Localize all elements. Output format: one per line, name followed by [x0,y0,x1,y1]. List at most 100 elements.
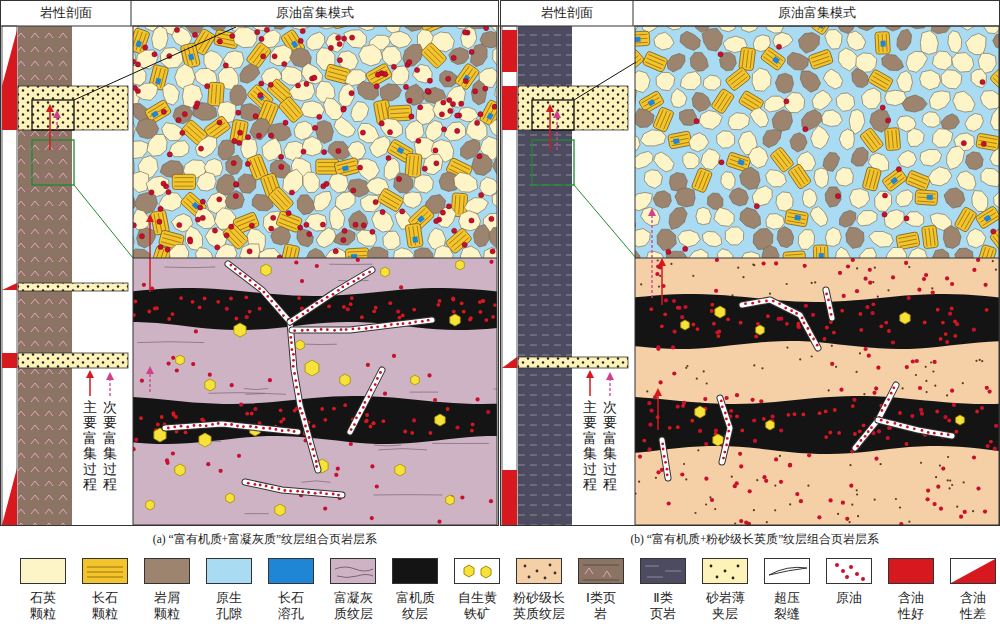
oil-droplet [648,423,652,427]
quartz-grain [920,70,941,90]
pyrite-crystal [715,306,725,318]
lithic-grain [851,147,868,166]
feldspar-grain [915,190,938,206]
oil-droplet [353,280,356,283]
oil-droplet [842,294,846,298]
lithic-grain [856,26,877,31]
oil-droplet [976,487,980,491]
legend-label: 原油 [834,590,864,606]
oil-droplet [441,127,446,132]
silt-grain [685,367,687,369]
oil-droplet [171,356,175,360]
cleavage-line [318,166,337,167]
oil-droplet [804,304,808,308]
oil-droplet [683,305,687,309]
oil-droplet [326,328,329,331]
silt-grain [646,390,648,392]
oil-droplet [698,429,702,433]
oil-droplet [167,427,170,430]
oil-droplet [735,393,739,397]
oil-droplet [867,354,871,358]
oil-droplet [788,463,792,467]
silt-grain [774,485,776,487]
oil-droplet [680,315,684,319]
oil-droplet [205,424,208,427]
lamina-line [374,445,402,447]
oil-droplet [382,419,386,423]
process-label: 次要富集过程 [103,400,117,492]
quartz-grain [326,248,348,258]
cleavage-line [288,247,292,258]
quartz-grain [922,112,940,128]
lithic-grain [966,152,984,170]
quartz-grain [493,46,497,69]
oil-droplet [923,321,927,325]
dissolution-pore [880,41,885,47]
oil-droplet [851,404,855,408]
oil-droplet [441,100,446,105]
oil-droplet [421,320,424,323]
oil-droplet [906,426,909,429]
decoration [769,567,807,575]
quartz-grain [281,66,302,85]
oil-droplet [438,299,442,303]
oil-droplet [950,282,954,286]
oil-droplet [448,108,453,113]
lithic-grain [902,95,927,112]
quartz-grain [750,108,769,128]
oil-droplet [865,305,869,309]
lamina-line [329,264,372,265]
dissolution-pore [397,147,405,154]
oil-droplet [788,463,792,467]
cleavage-line [328,72,347,77]
cleavage-line [863,136,874,150]
silt-grain [683,463,685,465]
dissolution-pore [486,112,493,120]
lithic-grain [653,191,671,208]
panel-frame [1,1,499,526]
cleavage-line [160,69,165,88]
lithic-grain [931,26,951,34]
cleavage-line [795,169,805,184]
quartz-grain [205,228,226,248]
fracture-body [245,482,342,495]
quartz-grain [958,26,976,30]
feldspar-body [915,190,938,206]
oil-droplet [186,426,189,429]
lithic-grain [137,228,156,248]
oil-droplet [307,491,310,494]
oil-droplet [230,383,234,387]
cleavage-line [318,170,337,171]
lithic-grain [825,187,841,207]
silt-grain [786,347,788,349]
quartz-grain [357,230,377,246]
oil-droplet [200,215,205,220]
silt-grain [946,394,948,396]
oil-droplet [139,416,143,420]
oil-droplet [945,340,949,344]
oil-droplet [846,264,850,268]
cleavage-line [866,169,871,186]
cleavage-line [741,101,756,110]
oil-droplet [172,411,176,415]
quartz-grain [484,248,498,259]
oil-droplet [143,45,148,50]
oil-droplet [156,423,160,427]
silt-grain [831,345,833,347]
oil-droplet [739,519,743,523]
feldspar-body [278,96,305,124]
silt-grain [657,259,659,261]
quartz-grain [492,192,497,209]
quartz-grain [972,191,988,212]
oil-droplet [427,78,432,83]
oil-droplet [279,154,284,159]
decoration [641,559,685,583]
feldspar-body [905,170,931,192]
oil-droplet [217,422,220,425]
oil-droplet [269,427,272,430]
quartz-grain [635,229,650,247]
oil-droplet [936,485,940,489]
cleavage-line [866,133,877,147]
silt-grain [926,391,928,393]
decoration [87,577,123,578]
